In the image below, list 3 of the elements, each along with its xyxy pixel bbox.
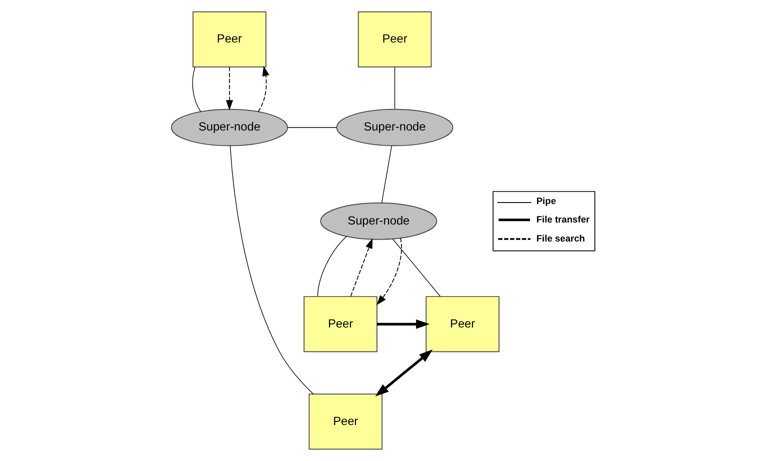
legend-label: File transfer xyxy=(536,214,590,225)
legend-label: File search xyxy=(536,233,586,244)
legend-label: Pipe xyxy=(536,196,556,206)
